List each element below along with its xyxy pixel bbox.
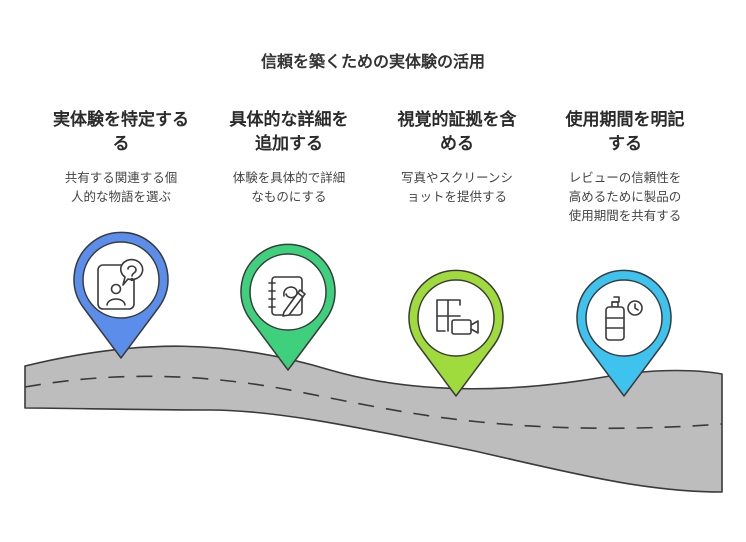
notebook-pen-icon [268, 276, 306, 317]
step-3-pin-face [417, 279, 495, 357]
person-speech-question-icon [97, 258, 144, 310]
step-4-desc-line-3: 使用期間を共有する [568, 208, 682, 223]
step-4-description: レビューの信頼性を 高めるために製品の 使用期間を共有する [545, 168, 705, 225]
bottle-clock-icon [605, 296, 643, 341]
step-2-heading-line-2: 追加する [255, 134, 323, 154]
step-3-heading: 視覚的証拠を含 める [377, 108, 537, 156]
step-1-description: 共有する関連する個 人的な物語を選ぶ [41, 168, 201, 206]
step-1-heading: 実体験を特定する る [41, 108, 201, 156]
step-1-pin [73, 231, 169, 359]
photo-video-icon [436, 299, 479, 335]
step-3-column: 視覚的証拠を含 める 写真やスクリーンシ ョットを提供する [377, 108, 537, 206]
step-3-description: 写真やスクリーンシ ョットを提供する [377, 168, 537, 206]
step-4-column: 使用期間を明記 する レビューの信頼性を 高めるために製品の 使用期間を共有する [545, 108, 705, 225]
step-2-heading-line-1: 具体的な詳細を [229, 110, 349, 130]
step-1-desc-line-2: 人的な物語を選ぶ [70, 189, 171, 204]
step-4-heading-line-1: 使用期間を明記 [565, 110, 685, 130]
road [24, 345, 723, 493]
road-center-line [24, 375, 723, 430]
step-2-description: 体験を具体的で詳細 なものにする [209, 168, 369, 206]
page-title: 信頼を築くための実体験の活用 [260, 52, 485, 71]
step-1-heading-line-1: 実体験を特定する [53, 110, 189, 130]
step-3-desc-line-1: 写真やスクリーンシ [401, 170, 513, 185]
step-4-heading-line-2: する [608, 134, 642, 154]
step-2-heading: 具体的な詳細を 追加する [209, 108, 369, 156]
step-1-pin-face [82, 241, 160, 319]
step-4-desc-line-1: レビューの信頼性を [568, 170, 682, 185]
step-2-column: 具体的な詳細を 追加する 体験を具体的で詳細 なものにする [209, 108, 369, 206]
step-1-heading-line-2: る [112, 134, 130, 154]
step-4-heading: 使用期間を明記 する [545, 108, 705, 156]
step-2-desc-line-1: 体験を具体的で詳細 [232, 170, 346, 185]
step-1-column: 実体験を特定する る 共有する関連する個 人的な物語を選ぶ [41, 108, 201, 206]
step-2-desc-line-2: なものにする [251, 189, 327, 204]
step-4-pin [576, 269, 672, 397]
step-2-pin [240, 243, 336, 371]
step-3-desc-line-2: ョットを提供する [406, 189, 507, 204]
step-3-pin [408, 269, 504, 397]
step-2-pin-face [249, 253, 327, 331]
step-4-desc-line-2: 高めるために製品の [568, 189, 682, 204]
step-1-desc-line-1: 共有する関連する個 [64, 170, 178, 185]
step-3-heading-line-2: める [440, 134, 474, 154]
step-3-heading-line-1: 視覚的証拠を含 [397, 110, 517, 130]
